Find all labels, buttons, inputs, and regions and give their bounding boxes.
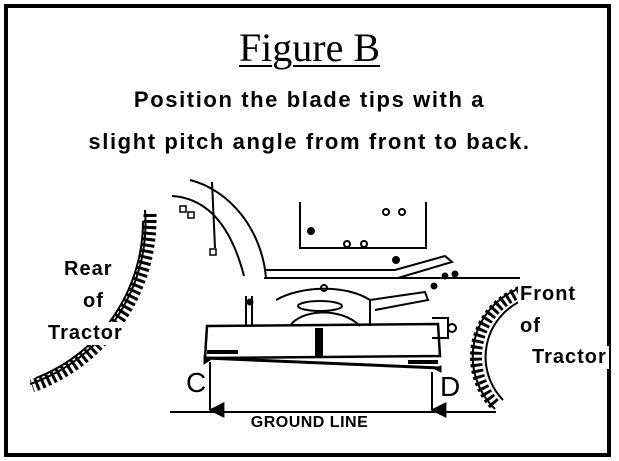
rear-label-line-2: of xyxy=(81,290,106,313)
ground-line-label: GROUND LINE xyxy=(250,414,369,431)
point-d-label: D xyxy=(440,371,461,402)
rear-tire xyxy=(29,209,157,393)
tractor-body xyxy=(171,179,267,279)
mower-deck xyxy=(203,322,442,360)
instruction-line-2: slight pitch angle from front to back. xyxy=(88,129,531,154)
figure-title: Figure B xyxy=(238,25,381,70)
instruction-line-1: Position the blade tips with a xyxy=(133,87,486,112)
rear-label-line-1: Rear xyxy=(62,258,115,281)
front-label-line-3: Tractor xyxy=(530,346,609,369)
point-c-label: C xyxy=(186,367,207,398)
front-label-line-2: of xyxy=(518,315,543,338)
rear-label-line-3: Tractor xyxy=(46,322,125,345)
blade xyxy=(203,350,442,373)
front-label-line-1: Front xyxy=(518,283,579,306)
chassis-plate xyxy=(264,202,520,290)
front-tire xyxy=(469,286,524,411)
deck-linkage xyxy=(245,284,457,339)
